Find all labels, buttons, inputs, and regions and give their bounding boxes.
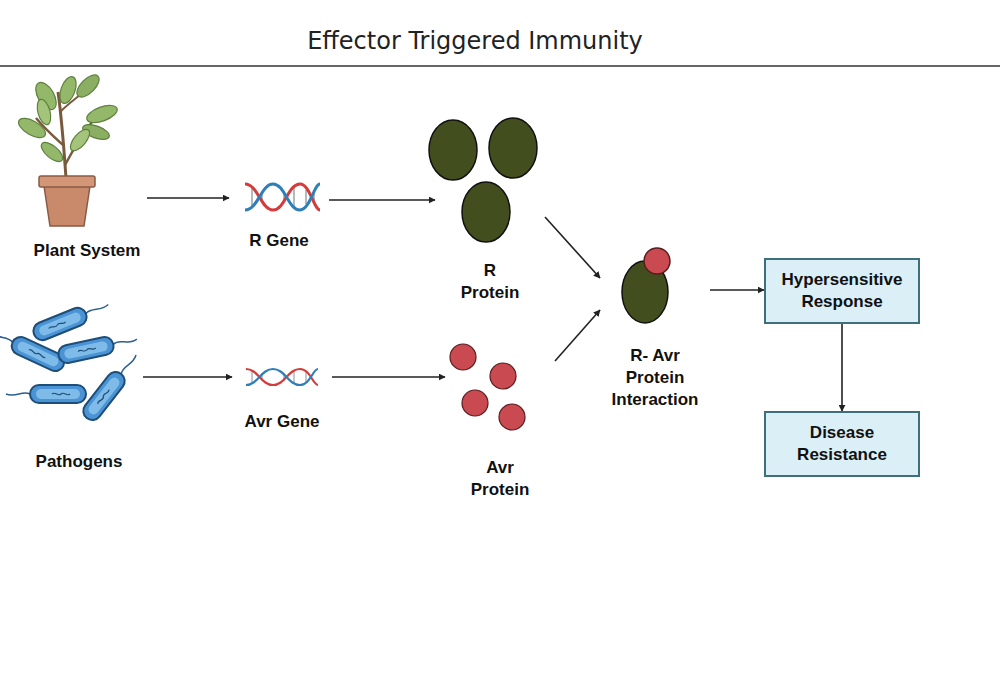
node-label: Avr Protein <box>465 457 535 501</box>
protein-node: Avr Protein <box>445 340 555 501</box>
node-label: R Gene <box>229 230 329 252</box>
avr-protein-illustration <box>450 344 525 430</box>
dna-illustration <box>245 184 320 210</box>
caption-block: Avr Protein <box>465 457 535 501</box>
flow-arrow <box>147 197 229 199</box>
process-box: Hypersensitive Response <box>764 258 920 324</box>
node-label: R- Avr Protein Interaction <box>608 345 703 411</box>
caption-block: Plant System <box>22 240 152 262</box>
flow-arrow <box>841 324 843 411</box>
plant-node: Plant System <box>27 80 147 262</box>
title-rule <box>0 65 1000 67</box>
node-label: Hypersensitive Response <box>772 269 912 313</box>
flow-arrow <box>555 310 600 361</box>
caption-block: R Protein <box>455 260 525 304</box>
dna-illustration <box>246 369 318 385</box>
node-label: Avr Gene <box>232 411 332 433</box>
caption-block: Pathogens <box>15 451 143 473</box>
protein-node: R Protein <box>435 112 545 304</box>
complex-illustration <box>622 248 670 323</box>
node-label: Disease Resistance <box>772 422 912 466</box>
node-label: R Protein <box>455 260 525 304</box>
plant-illustration <box>16 71 120 226</box>
pathogen-node: Pathogens <box>15 305 143 473</box>
gene-node: R Gene <box>229 175 329 252</box>
node-label: Pathogens <box>15 451 143 473</box>
flow-arrow <box>329 199 435 201</box>
flow-arrow <box>545 217 600 278</box>
flow-arrow <box>332 376 445 378</box>
pathogen-illustration <box>0 296 143 423</box>
process-box: Disease Resistance <box>764 411 920 477</box>
caption-block: Avr Gene <box>232 411 332 433</box>
diagram-title: Effector Triggered Immunity <box>0 27 950 55</box>
gene-node: Avr Gene <box>232 360 332 433</box>
caption-block: R Gene <box>229 230 329 252</box>
flow-arrow <box>710 289 764 291</box>
r-protein-illustration <box>429 118 537 242</box>
node-label: Plant System <box>22 240 152 262</box>
flow-arrow <box>143 376 232 378</box>
complex-node: R- Avr Protein Interaction <box>600 240 710 411</box>
caption-block: R- Avr Protein Interaction <box>608 345 703 411</box>
